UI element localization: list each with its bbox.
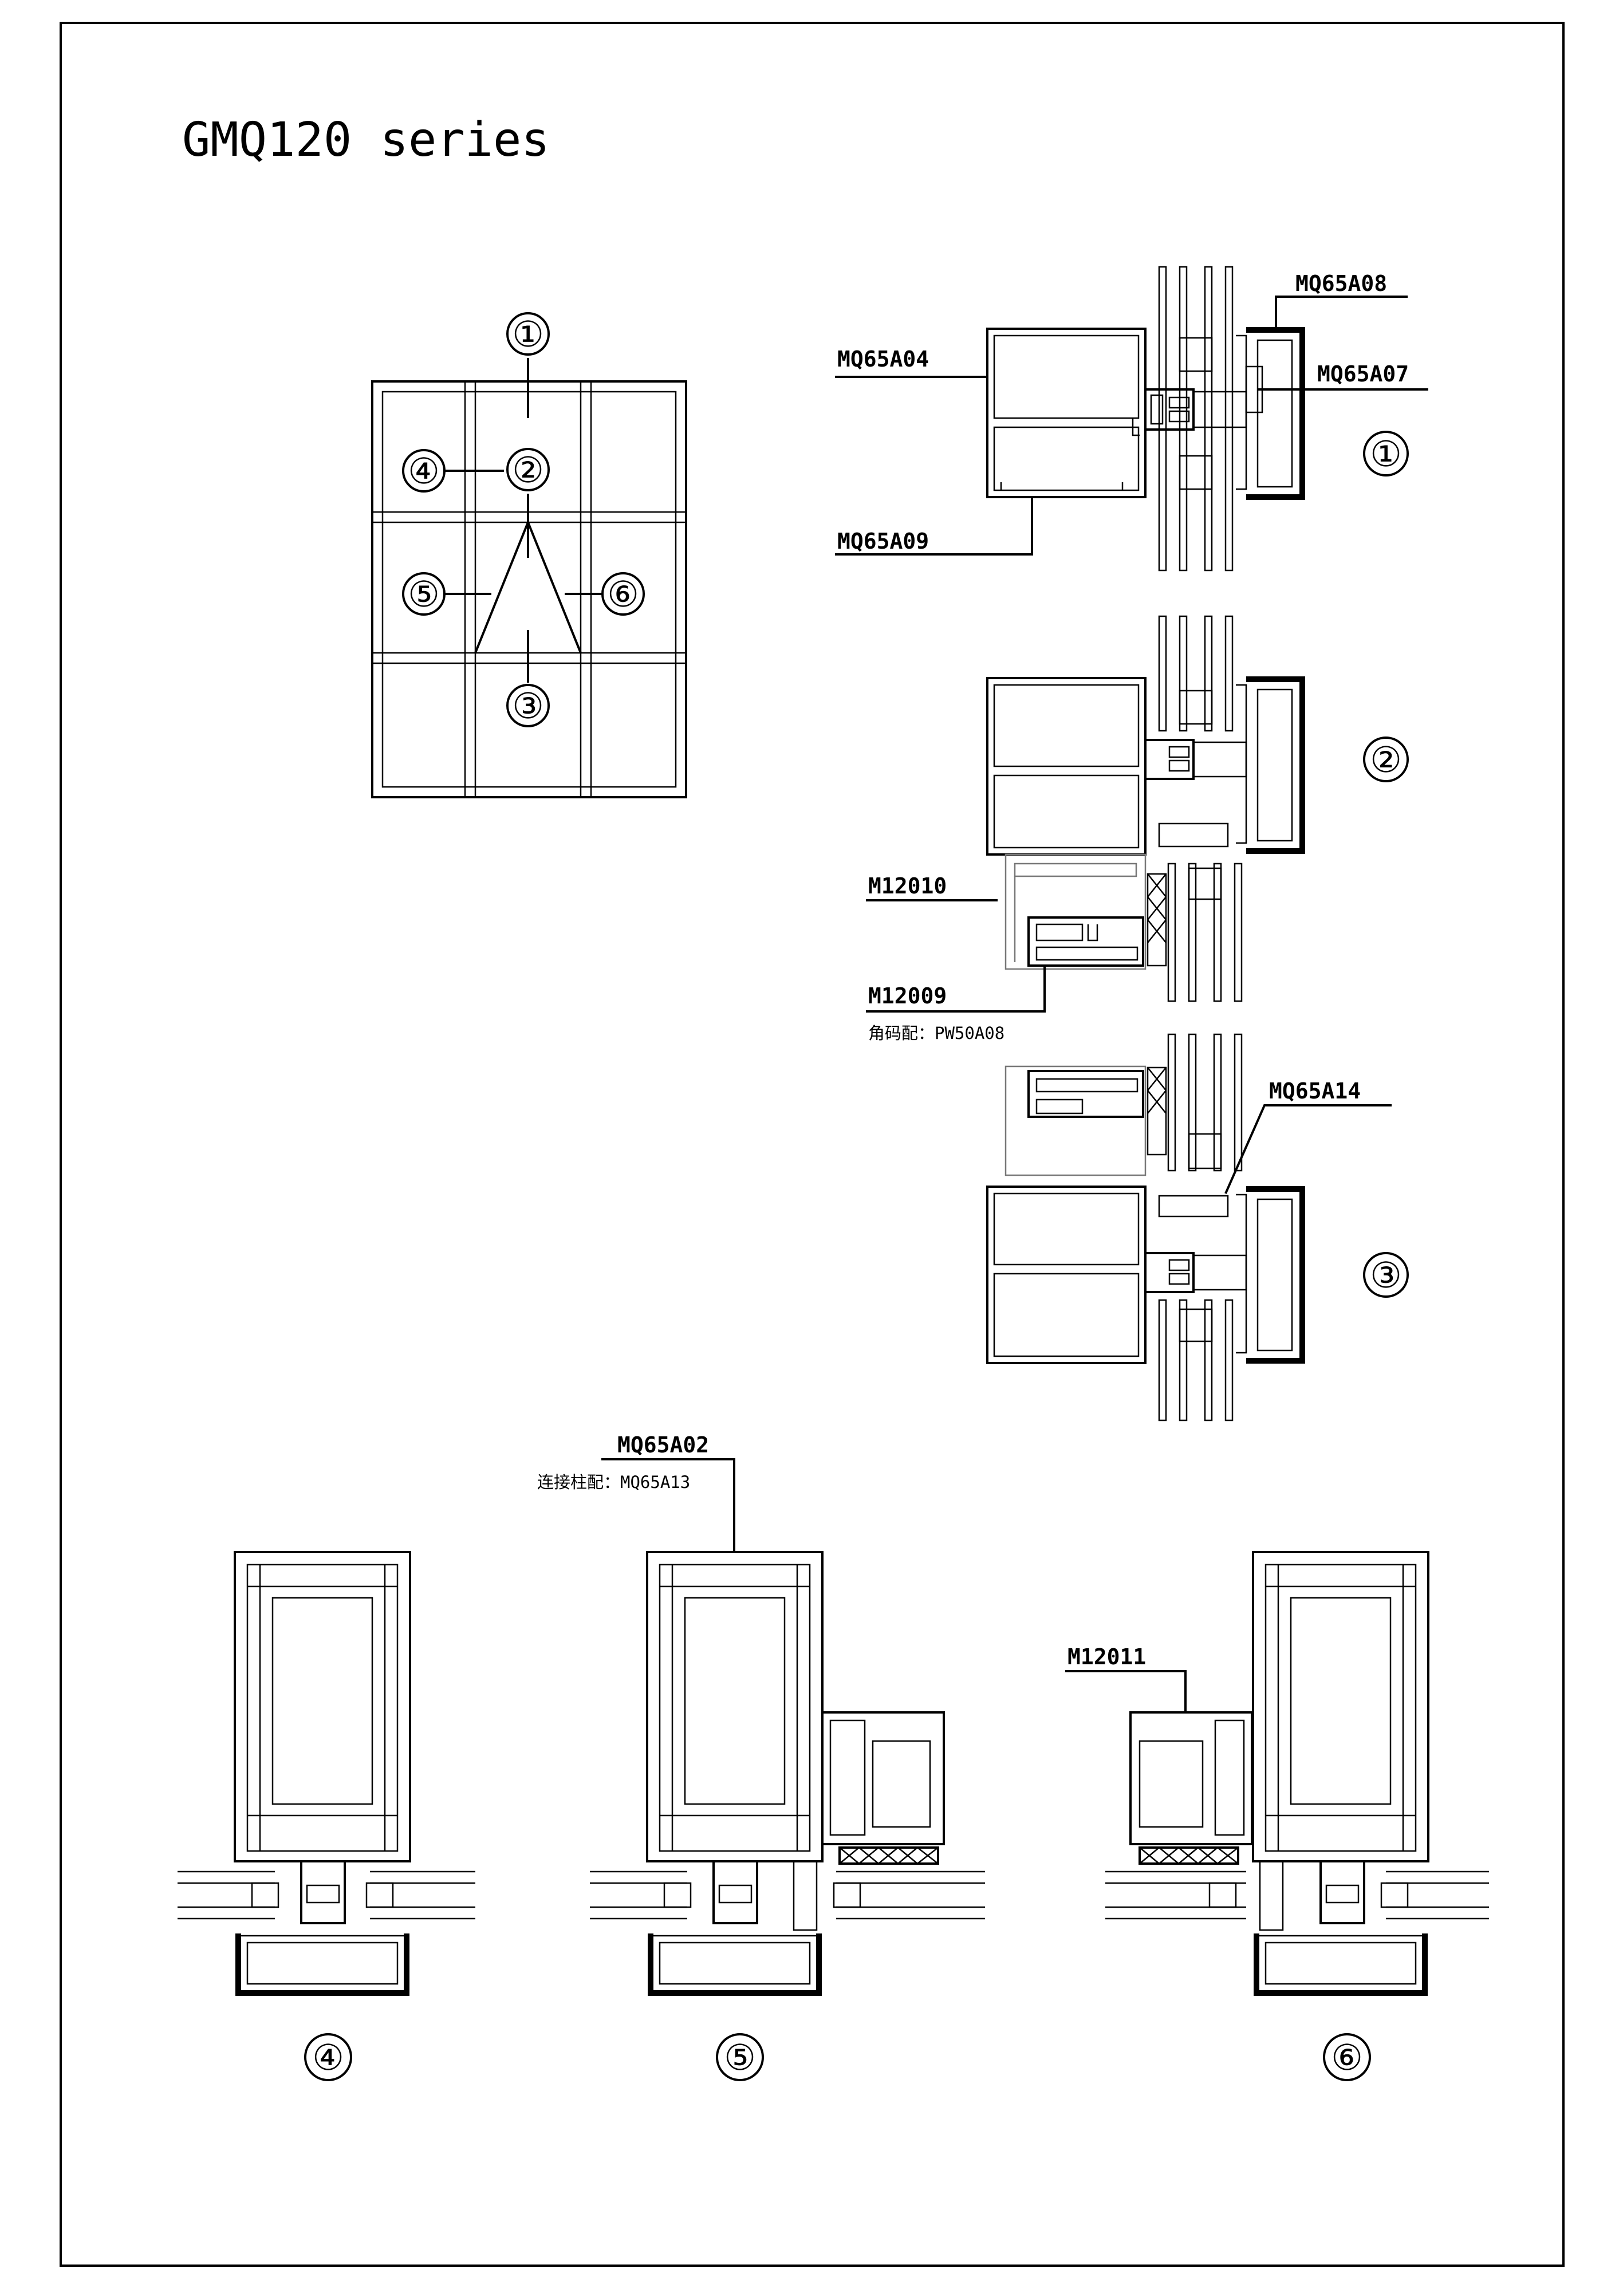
key-marker-5: ⑤ — [408, 573, 440, 615]
note-pw50a08: 角码配：PW50A08 — [868, 1023, 1004, 1043]
key-marker-1: ① — [512, 313, 544, 355]
key-marker-6: ⑥ — [607, 573, 639, 615]
section-4-mullion — [178, 1551, 475, 2081]
section-marker-5: ⑤ — [724, 2037, 756, 2078]
section-marker-3: ③ — [1370, 1254, 1402, 1296]
section-marker-1: ① — [1370, 433, 1402, 475]
label-m12010: M12010 — [868, 873, 947, 899]
section-5-mullion-left-vent — [590, 1458, 985, 2081]
drawing-title: GMQ120 series — [182, 113, 550, 167]
section-marker-6: ⑥ — [1331, 2037, 1363, 2078]
section-6-mullion-right-vent — [1065, 1551, 1489, 2081]
label-mq65a08: MQ65A08 — [1295, 271, 1387, 296]
label-mq65a09: MQ65A09 — [837, 529, 929, 554]
label-mq65a02: MQ65A02 — [617, 1432, 709, 1458]
section-3-window-sill — [986, 1033, 1409, 1421]
label-mq65a07: MQ65A07 — [1317, 361, 1409, 387]
label-mq65a14: MQ65A14 — [1269, 1078, 1361, 1104]
label-m12009: M12009 — [868, 983, 947, 1009]
section-2-window-head — [866, 615, 1409, 1013]
section-marker-4: ④ — [312, 2037, 344, 2078]
section-marker-2: ② — [1370, 739, 1402, 781]
key-marker-3: ③ — [512, 685, 544, 727]
key-marker-2: ② — [512, 449, 544, 491]
section-1-transom — [835, 266, 1428, 572]
key-marker-4: ④ — [408, 450, 440, 492]
drawing-border — [60, 22, 1565, 2267]
note-mq65a13: 连接柱配：MQ65A13 — [537, 1472, 690, 1492]
label-mq65a04: MQ65A04 — [837, 346, 929, 372]
label-m12011: M12011 — [1067, 1644, 1146, 1669]
elevation-key: ① ② ③ ④ ⑤ ⑥ — [371, 312, 687, 798]
